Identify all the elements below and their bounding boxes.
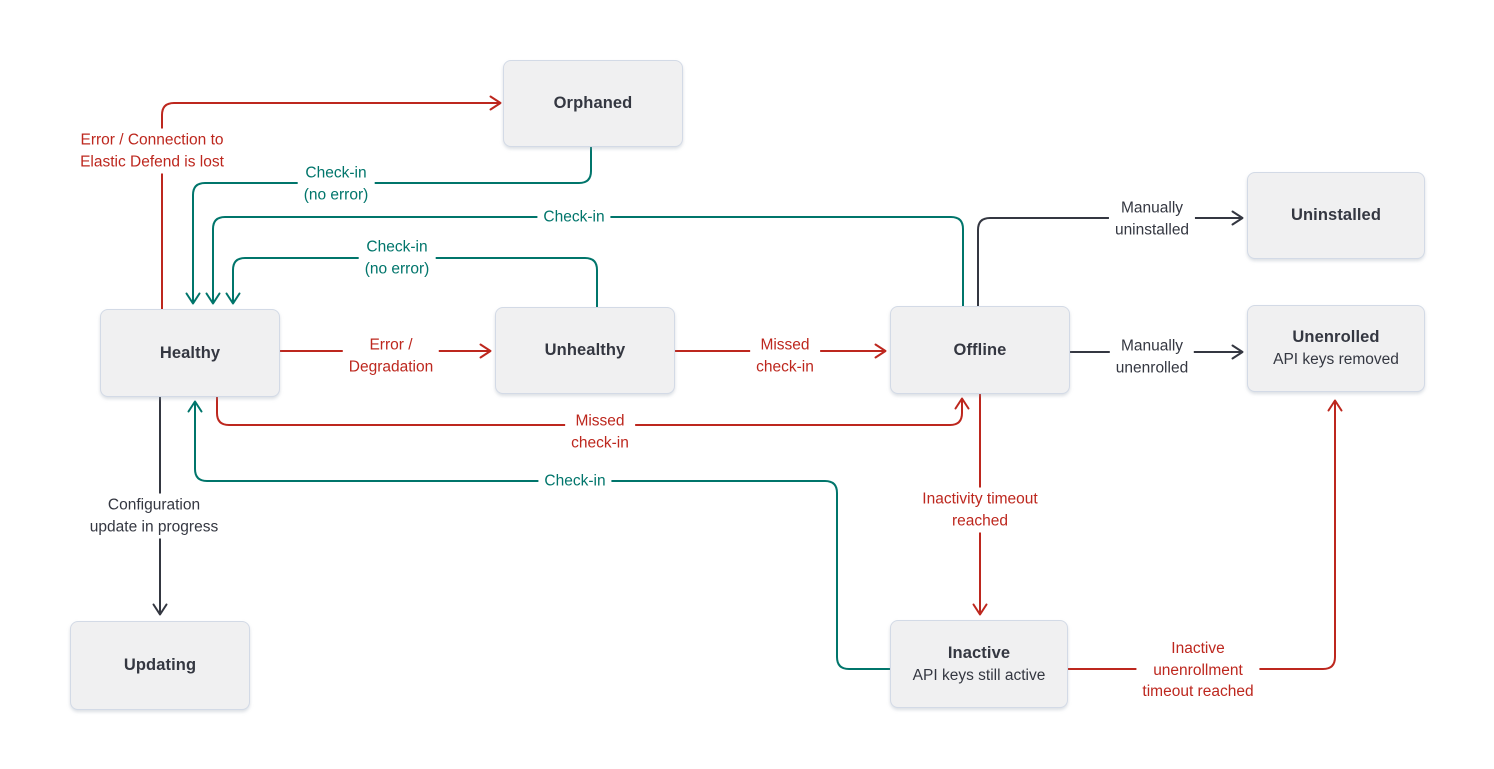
edge-healthy-to-orphaned [161, 95, 502, 309]
edge-orphaned-to-healthy [185, 147, 592, 305]
edge-unhealthy-to-healthy [225, 257, 598, 307]
edge-offline-to-uninstalled [977, 210, 1244, 306]
edge-healthy-to-offline [216, 397, 970, 426]
edge-inactive-to-unenrolled [1068, 399, 1343, 670]
edge-offline-to-healthy [205, 216, 964, 306]
edge-inactive-to-healthy [187, 400, 890, 670]
